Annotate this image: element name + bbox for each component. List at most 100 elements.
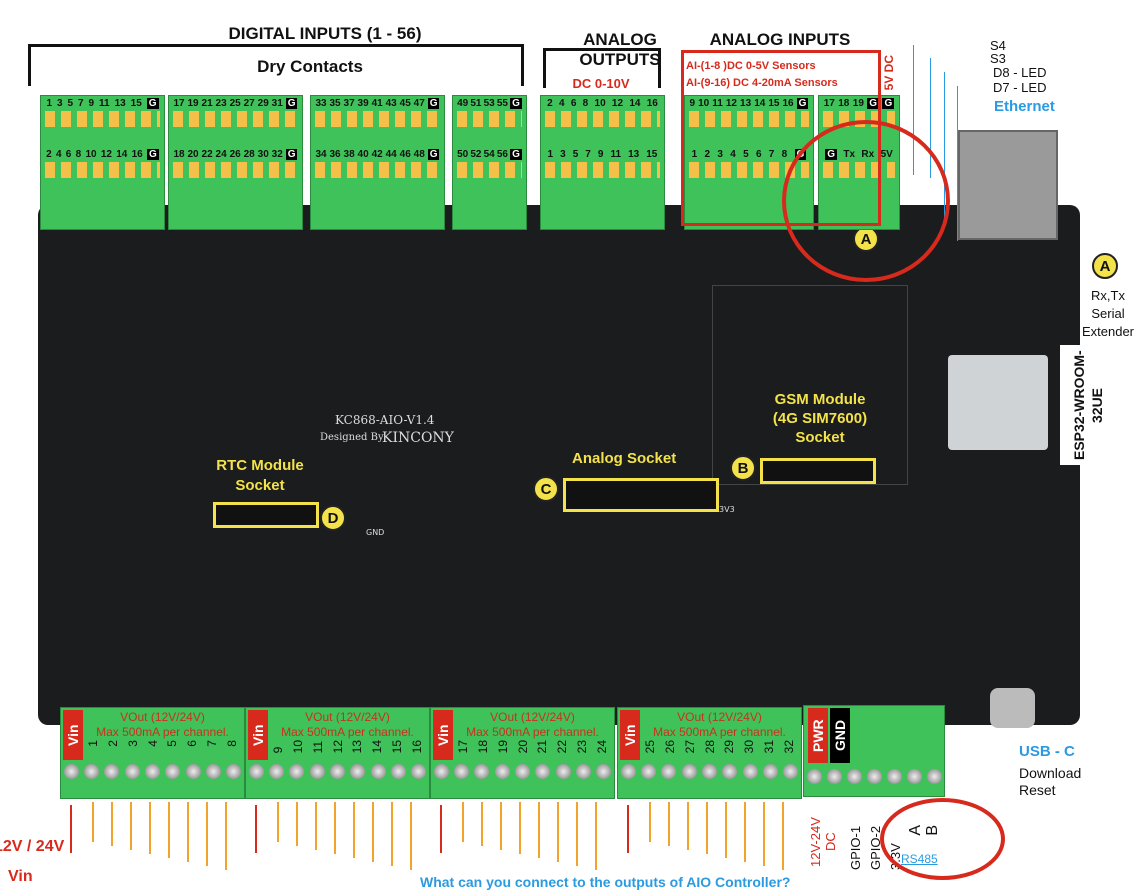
usb-c-port[interactable] — [990, 688, 1035, 728]
pin-label: 6 — [570, 98, 577, 109]
output-number: 13 — [350, 740, 365, 754]
output-number: 10 — [290, 740, 305, 754]
d8-line — [944, 72, 945, 227]
pin-label: 11 — [712, 98, 723, 109]
pin-label: 23 — [215, 98, 227, 109]
pin-label: 51 — [470, 98, 482, 109]
pin-label: 35 — [329, 98, 341, 109]
pin-label: 47 — [413, 98, 425, 109]
pin-label: 19 — [852, 98, 864, 109]
output-number: 23 — [575, 740, 590, 754]
vin-label: Vin — [433, 710, 453, 760]
pin-label: 36 — [329, 149, 341, 160]
pin-label: 30 — [257, 149, 269, 160]
vin-wire — [627, 805, 629, 853]
vin-label: Vin — [8, 868, 33, 885]
pin-label: 28 — [243, 149, 255, 160]
output-number: 26 — [662, 740, 677, 754]
ethernet-port[interactable] — [958, 130, 1058, 240]
output-wire — [111, 802, 113, 846]
output-number: 22 — [555, 740, 570, 754]
output-wire — [92, 802, 94, 842]
terminal-pins — [457, 162, 522, 178]
ethernet-label: Ethernet — [994, 98, 1055, 115]
terminal-pins — [545, 111, 660, 127]
pin-label: 34 — [315, 149, 327, 160]
pin-label: 2 — [46, 149, 52, 160]
output-wire — [353, 802, 355, 858]
board-gnd-label: GND — [366, 528, 385, 537]
pin-label: 9 — [88, 98, 95, 109]
pin-label: 14 — [116, 149, 128, 160]
gsm-area — [712, 285, 908, 485]
ai-1-8-label: AI-(1-8 )DC 0-5V Sensors — [686, 60, 816, 72]
gsm-title: GSM Module — [774, 391, 866, 408]
pin-label: 43 — [385, 98, 397, 109]
output-terminal-block: Vin VOut (12V/24V) Max 500mA per channel… — [430, 707, 615, 799]
pin-label: 5 — [743, 149, 749, 160]
pin-label: 6 — [65, 149, 72, 160]
terminal-pins — [173, 111, 298, 127]
pin-label: 26 — [229, 149, 241, 160]
vin-wire — [255, 805, 257, 853]
terminal-pins — [315, 111, 440, 127]
pin-label: 1 — [46, 98, 53, 109]
outputs-info-link[interactable]: What can you connect to the outputs of A… — [420, 874, 791, 890]
designed-by: Designed By — [320, 432, 384, 443]
output-wire — [595, 802, 597, 870]
max-current-label: Max 500mA per channel. — [466, 725, 599, 739]
digital-inputs-title: DIGITAL INPUTS (1 - 56) — [228, 24, 422, 43]
pin-label: 17 — [823, 98, 835, 109]
output-wire — [334, 802, 336, 854]
pin-label: 10 — [594, 98, 606, 109]
pin-label: 1 — [691, 149, 698, 160]
rtc-title: RTC Module — [216, 457, 304, 474]
callout-c: C — [533, 476, 559, 502]
pin-label: 14 — [629, 98, 641, 109]
ai-9-16-label: AI-(9-16) DC 4-20mA Sensors — [686, 77, 838, 89]
extender-text: Extender — [1081, 324, 1135, 339]
pin-label: 45 — [399, 98, 411, 109]
pin-label: 12 — [611, 98, 624, 109]
rtc-socket: Socket — [235, 477, 285, 494]
pin-label: 4 — [558, 98, 565, 109]
pin-label: 33 — [315, 98, 327, 109]
pin-label: 18 — [173, 149, 185, 160]
output-number: 29 — [722, 740, 737, 754]
terminal-pins — [689, 162, 809, 178]
pin-label: 7 — [585, 149, 591, 160]
pin-label: 7 — [768, 149, 775, 160]
output-number: 11 — [310, 740, 325, 754]
pin-label: 16 — [782, 98, 794, 109]
pin-label: 39 — [357, 98, 369, 109]
pin-label: 3 — [560, 149, 566, 160]
rs485-highlight-circle — [880, 798, 1005, 880]
output-terminal-block: Vin VOut (12V/24V) Max 500mA per channel… — [245, 707, 430, 799]
esp32-label: ESP32-WROOM-32UE — [1060, 345, 1136, 465]
pin-label: 2 — [704, 149, 711, 160]
output-terminal-block: Vin VOut (12V/24V) Max 500mA per channel… — [617, 707, 802, 799]
pin-label: 8 — [75, 149, 82, 160]
output-wire — [500, 802, 502, 850]
output-wire — [206, 802, 208, 866]
rxtx-text: Rx,Tx — [1091, 288, 1125, 303]
gnd-label: GND — [830, 708, 850, 763]
max-current-label: Max 500mA per channel. — [281, 725, 414, 739]
pin-label: 29 — [257, 98, 269, 109]
pin-label: 15 — [768, 98, 780, 109]
output-number: 32 — [782, 740, 797, 754]
output-terminal-block: Vin VOut (12V/24V) Max 500mA per channel… — [60, 707, 245, 799]
output-number: 8 — [225, 740, 240, 747]
output-number: 31 — [762, 740, 777, 754]
